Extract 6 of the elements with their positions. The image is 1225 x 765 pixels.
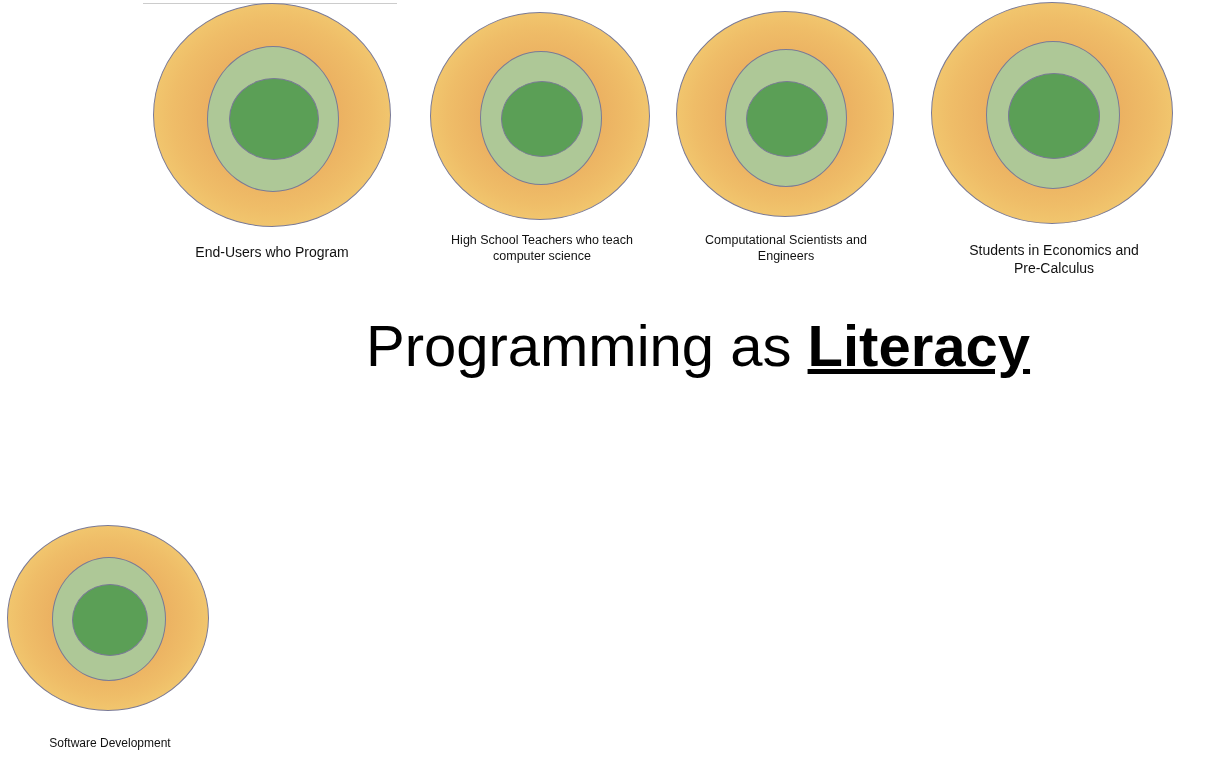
node-label: End-Users who Program: [194, 244, 350, 262]
title: Programming as Literacy: [364, 312, 1032, 379]
node-label: High School Teachers who teach computer science: [450, 233, 634, 265]
node-label: Students in Economics and Pre-Calculus: [968, 242, 1140, 277]
node-label: Computational Scientists and Engineers: [704, 233, 868, 265]
node-label: Software Development: [48, 736, 172, 751]
